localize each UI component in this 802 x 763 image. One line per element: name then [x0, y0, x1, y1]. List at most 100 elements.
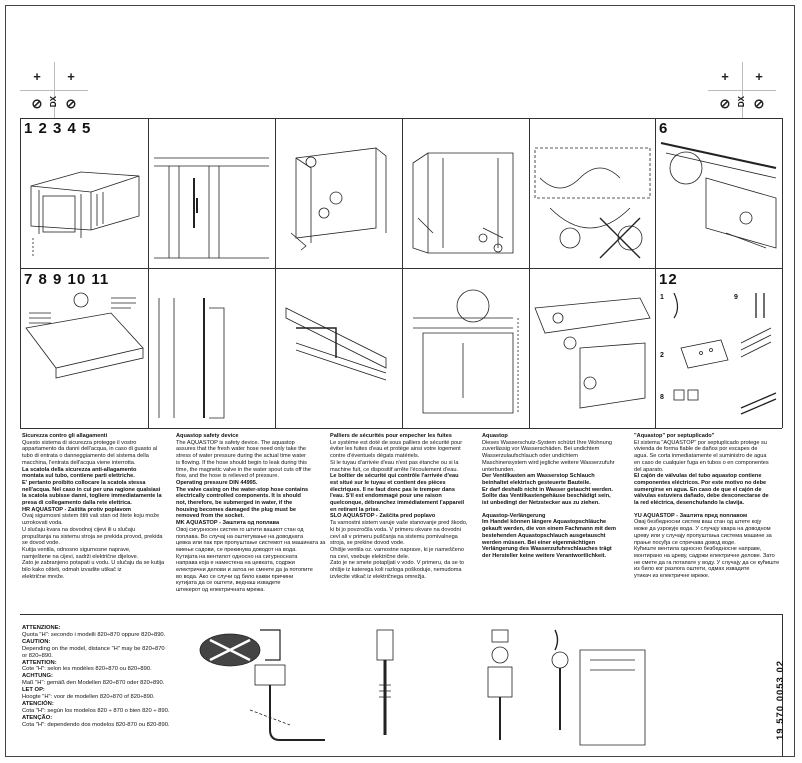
text-column-french-slovenian: Palliers de sécurités pour empecher les …	[330, 433, 480, 613]
attention-line: Maß "H": gemäß den Modellen 820÷870 oder…	[22, 680, 165, 687]
text-line: sumergirse en agua. En caso de que el ca…	[634, 486, 762, 493]
illustration-crossed-out-tap	[190, 620, 330, 750]
text-line: machine fuit, ce dispositif arrête l'éco…	[330, 466, 459, 473]
text-line: contre d'éventuels dégats matériels.	[330, 453, 420, 460]
text-line: presa di collegamento dalla rete elettri…	[22, 500, 132, 507]
text-line: El sistema "AQUASTOP" por septuplicado p…	[634, 439, 767, 446]
text-line: unterbunden.	[482, 466, 515, 473]
text-line: миење садови, се прекинува доводот на во…	[176, 546, 297, 553]
text-line: ki bi jo povzročila voda. V primeru okva…	[330, 526, 461, 533]
text-line: Der Ventilkasten am Wasserstop Schlauch	[482, 473, 595, 480]
illustration-hose-fitting	[365, 625, 405, 745]
text-line: Aquastop-Verlängerung	[482, 512, 546, 519]
text-line: est situé sur le tuyau et contient des p…	[330, 479, 446, 486]
attention-heading: ACHTUNG:	[22, 673, 53, 680]
grid-line	[20, 118, 21, 428]
text-line: der Hersteller keine weitere Verantwortl…	[482, 552, 607, 559]
text-line: направа која е наместена на цевката, сод…	[176, 560, 295, 567]
dx-label: DX	[737, 96, 746, 108]
text-line: la scatola subisse danni, togliere immed…	[22, 493, 162, 500]
text-line: The valve casing on the water-stop hose …	[176, 486, 309, 493]
text-line: stroja, se prekine dovod vode.	[330, 540, 405, 547]
text-line: U slučaju kvara na dovodnoj cijevi ili u…	[22, 526, 136, 533]
text-line: Operating pressure DIN 44995.	[176, 479, 258, 486]
text-line: uzrokovati voda.	[22, 520, 63, 527]
text-line: Si le tuyau d'arrivée d'eau n'est pas ét…	[330, 459, 459, 466]
text-line: assures that the fresh water hose need o…	[176, 446, 306, 453]
text-column-spanish-serbian: "Aquastop" por septuplicado"El sistema "…	[634, 433, 782, 613]
illustration-plinth-strip	[276, 288, 401, 426]
illustration-cabinet-isometric	[21, 138, 147, 266]
text-line: macchina, l'entrata dell'acqua viene int…	[22, 459, 136, 466]
step-number-6: 6	[659, 120, 669, 137]
text-line: quelconque, débranchez immédiatement l'a…	[330, 500, 465, 507]
left-mounting-marks: + + ⊘ ⊘ DX	[20, 62, 88, 118]
text-line: из било ког разлога оштети, одмах извади…	[634, 566, 750, 573]
attention-heading: ATENCIÓN:	[22, 700, 54, 707]
text-line: прање посуђа се спречава довод воде.	[634, 539, 736, 546]
text-line: izvlecite vtikač iz električnega omrežja…	[330, 573, 427, 580]
text-line: Aquastop	[482, 433, 508, 439]
text-line: YU AQUASTOP - Заштита пред поплавом	[634, 512, 748, 519]
illustration-sink-connection	[520, 620, 650, 750]
text-line: Овој сигурносен систем го штити вашиот с…	[176, 526, 304, 533]
grid-line	[148, 118, 149, 428]
text-line: Im Handel können längere Aquastopschläuc…	[482, 519, 607, 526]
text-line: монтирано на цреву, садржи електричне де…	[634, 552, 775, 559]
text-line: Dieses Wasserschutz-System schützt Ihre …	[482, 439, 612, 446]
text-line: The AQUASTOP is safety device. The aquas…	[176, 439, 295, 446]
attention-line: Cota "H": dependendo dos modelos 820-870…	[22, 721, 170, 728]
text-line: componentes eléctricos. Por este motivo …	[634, 479, 767, 486]
text-line: propuštanja na sistemu stroja se prekida…	[22, 533, 163, 540]
text-line: не смете да га потапате у воду. У случај…	[634, 559, 780, 566]
text-line: time, the magnetic valve in the water sp…	[176, 466, 311, 473]
illustration-hose-routing	[530, 138, 654, 266]
text-line: цевка или пак при пропуштање системот на…	[176, 540, 326, 547]
illustration-appliance-insertion	[403, 138, 528, 266]
text-line: not, therefore, be submerged in water, i…	[176, 500, 293, 507]
text-line: утикач из електричне мреже.	[634, 573, 710, 580]
text-line: Кутијата на вентилот односно на сигурнос…	[176, 553, 298, 560]
text-line: Verlängerung des Wasserzufuhrschlauches …	[482, 546, 612, 553]
text-line: stress of water pressure during the actu…	[176, 453, 306, 460]
dx-label: DX	[49, 96, 58, 108]
text-line: bestehenden Aquastopschlauch ausgetausch…	[482, 532, 606, 539]
text-line: Ovaj sigurnosni sistem štiti vaš stan od…	[22, 513, 160, 520]
text-line: Овај безбедносни систем ваш стан од штет…	[634, 519, 762, 526]
text-line: Sollte das Ventilkastengehäuse beschädig…	[482, 493, 611, 500]
text-line: El cajón de válvulas del tubo aquastop c…	[634, 473, 762, 480]
grid-line	[782, 118, 783, 428]
text-line: zuverlässig vor Wasserschäden. Bei undic…	[482, 446, 600, 453]
grid-line	[20, 614, 782, 615]
text-line: éviter les fuites d'eau et protège ainsi…	[330, 446, 461, 453]
illustration-aquastop-valve	[470, 625, 530, 745]
text-line: E' pertanto proibito collocare la scatol…	[22, 479, 146, 486]
text-line: electrically controlled components. It i…	[176, 493, 301, 500]
attention-height-notes: ATTENZIONE:Quota "H": secondo i modelli …	[22, 625, 188, 729]
screw-mark-icon: ⊘	[753, 96, 765, 111]
text-line: namještene na cijevi, sadrži električne …	[22, 553, 139, 560]
attention-heading: CAUTION:	[22, 638, 51, 645]
attention-line: Quota "H": secondo i modelli 820÷870 opp…	[22, 631, 166, 638]
text-line: Er darf deshalb nicht in Wasser getaucht…	[482, 486, 613, 493]
part-label-8: 8	[660, 394, 664, 401]
grid-line	[275, 118, 276, 428]
text-line: na cevi, vsebuje električne dele.	[330, 553, 410, 560]
plus-mark-icon: +	[67, 68, 75, 84]
text-line: en caso de cualquier fuga en tubos o en …	[634, 459, 769, 466]
text-line: Кућиште вентила односно безбедносне напр…	[634, 546, 762, 553]
attention-heading: ATTENTION:	[22, 659, 57, 666]
page-frame	[5, 5, 795, 757]
illustration-side-panel	[149, 288, 274, 426]
text-line: електрични делови и затоа не смеете да ј…	[176, 567, 313, 574]
grid-line	[529, 118, 530, 428]
text-line: Le boîtier de sécurité qui contrôle l'ar…	[330, 473, 459, 480]
text-line: Le système est doté de sous palliers de …	[330, 439, 463, 446]
text-line: Maschinensystem wird jegliche weitere Wa…	[482, 459, 615, 466]
step-numbers-row2: 7 8 9 10 11	[24, 271, 110, 288]
illustration-worktop-protection	[21, 288, 147, 426]
text-line: Zato je ne smete potapljati v vodo. V pr…	[330, 560, 465, 567]
text-line: цреву или у случају пропуштања система м…	[634, 532, 772, 539]
